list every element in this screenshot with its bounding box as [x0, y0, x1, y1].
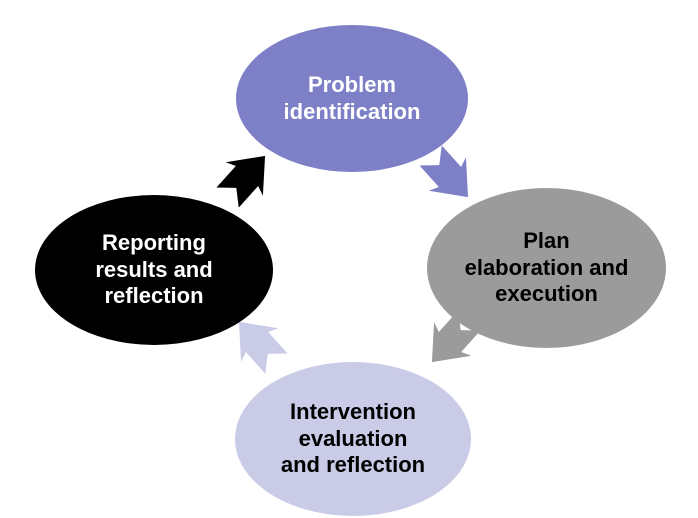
node-label: Intervention evaluation and reflection	[280, 398, 426, 478]
arrow-polygon	[238, 321, 288, 374]
arrow-plan-to-intervention-icon	[411, 303, 488, 381]
arrow-problem-to-plan-icon	[411, 138, 488, 216]
node-plan-elaboration-and-execution: Plan elaboration and execution	[427, 188, 666, 348]
arrow-polygon	[431, 310, 481, 363]
node-label: Problem identification	[283, 71, 421, 124]
arrow-polygon	[419, 145, 469, 198]
arrow-polygon	[216, 155, 266, 208]
node-intervention-evaluation-and-reflection: Intervention evaluation and reflection	[235, 362, 471, 516]
arrow-intervention-to-reporting-icon	[218, 303, 295, 381]
node-label: Reporting results and reflection	[95, 229, 213, 309]
arrow-reporting-to-problem-icon	[208, 137, 285, 215]
node-reporting-results-and-reflection: Reporting results and reflection	[35, 195, 273, 345]
node-problem-identification: Problem identification	[236, 25, 468, 172]
node-label: Plan elaboration and execution	[464, 227, 629, 307]
